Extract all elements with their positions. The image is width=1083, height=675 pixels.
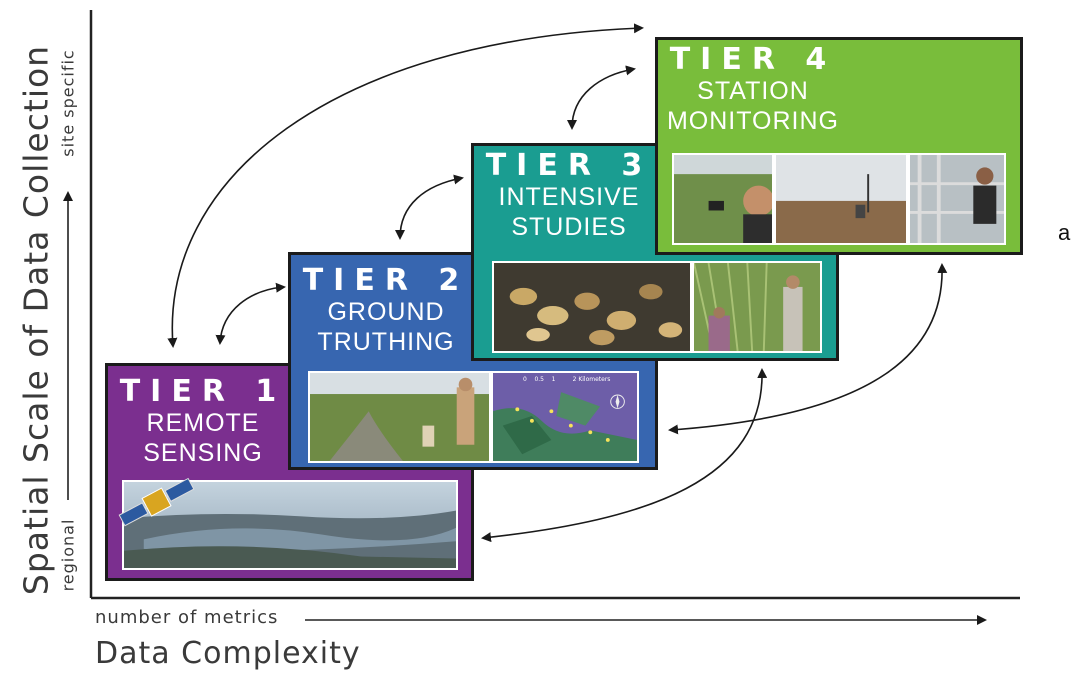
tier-1-number: TIER 1 <box>119 374 287 409</box>
tier-1-label: TIER 1 REMOTE SENSING <box>108 376 298 468</box>
tier-2-label: TIER 2 GROUND TRUTHING <box>291 265 481 357</box>
y-axis-low-label: regional <box>58 518 78 592</box>
tower-photo <box>908 153 1006 245</box>
x-axis-title: Data Complexity <box>95 636 361 671</box>
tier-1-name-line2: SENSING <box>143 438 263 467</box>
panel-letter: a <box>1058 220 1071 245</box>
tier-2-name-line2: TRUTHING <box>317 327 455 356</box>
x-axis-sub-label: number of metrics <box>95 607 279 628</box>
field-sampling-photo <box>308 371 491 463</box>
marsh-station-photo <box>774 153 908 245</box>
aerial-photo <box>122 480 458 570</box>
satellite-icon <box>118 477 195 527</box>
tier-3-name-line2: STUDIES <box>511 212 627 241</box>
map-scale-text: 0 0.5 1 2 Kilometers <box>523 376 611 383</box>
tier-4-name-line1: STATION <box>697 76 809 105</box>
tier-4-name-line2: MONITORING <box>666 106 840 135</box>
instrument-photo <box>672 153 774 245</box>
tier-4-label: TIER 4 STATION MONITORING <box>658 44 848 136</box>
tier-4-box: TIER 4 STATION MONITORING <box>655 37 1023 255</box>
y-axis-title: Spatial Scale of Data Collection <box>16 44 56 596</box>
tier-1-name-line1: REMOTE <box>146 408 260 437</box>
map-inset: 0 0.5 1 2 Kilometers <box>491 371 639 463</box>
y-axis-high-label: site specific <box>58 49 78 157</box>
tier-3-name-line1: INTENSIVE <box>498 182 640 211</box>
mussels-photo <box>492 261 692 353</box>
tier-2-number: TIER 2 <box>302 263 470 298</box>
grass-survey-photo <box>692 261 822 353</box>
tier-3-number: TIER 3 <box>485 148 653 183</box>
tier-3-label: TIER 3 INTENSIVE STUDIES <box>474 150 664 242</box>
tier-2-name-line1: GROUND <box>327 297 445 326</box>
tier-4-number: TIER 4 <box>669 42 837 77</box>
